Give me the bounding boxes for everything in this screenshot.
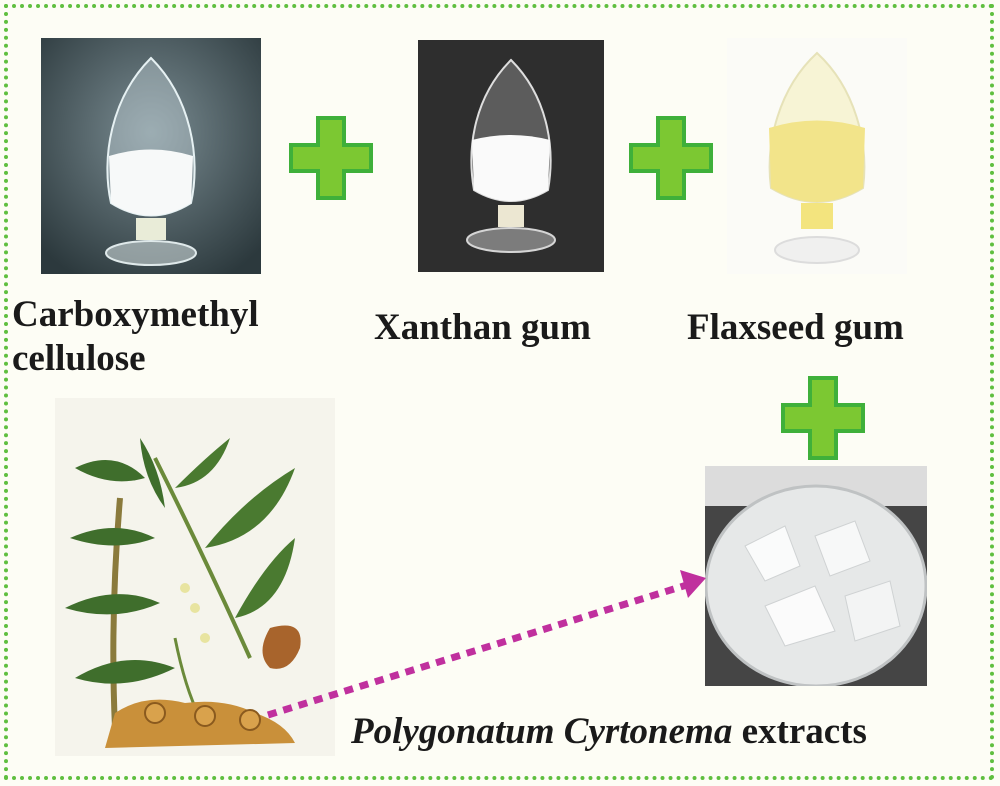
cmc-label: Carboxymethyl cellulose <box>12 294 259 379</box>
xanthan-powder-photo <box>418 40 604 272</box>
flaxseed-label: Flaxseed gum <box>687 307 904 348</box>
flaxseed-powder-photo <box>727 38 907 274</box>
cmc-powder-photo <box>41 38 261 274</box>
extract-suffix: extracts <box>741 711 867 752</box>
extract-label: Polygonatum Cyrtonema extracts <box>351 710 867 753</box>
plus-icon <box>288 115 374 201</box>
polygonatum-plant-illustration <box>55 398 335 756</box>
plus-icon <box>628 115 714 201</box>
plus-icon <box>780 375 866 461</box>
dotted-border <box>4 4 994 780</box>
extract-italic-name: Polygonatum Cyrtonema <box>351 711 733 752</box>
extract-crystals-photo <box>705 466 927 686</box>
xanthan-label: Xanthan gum <box>374 307 591 348</box>
